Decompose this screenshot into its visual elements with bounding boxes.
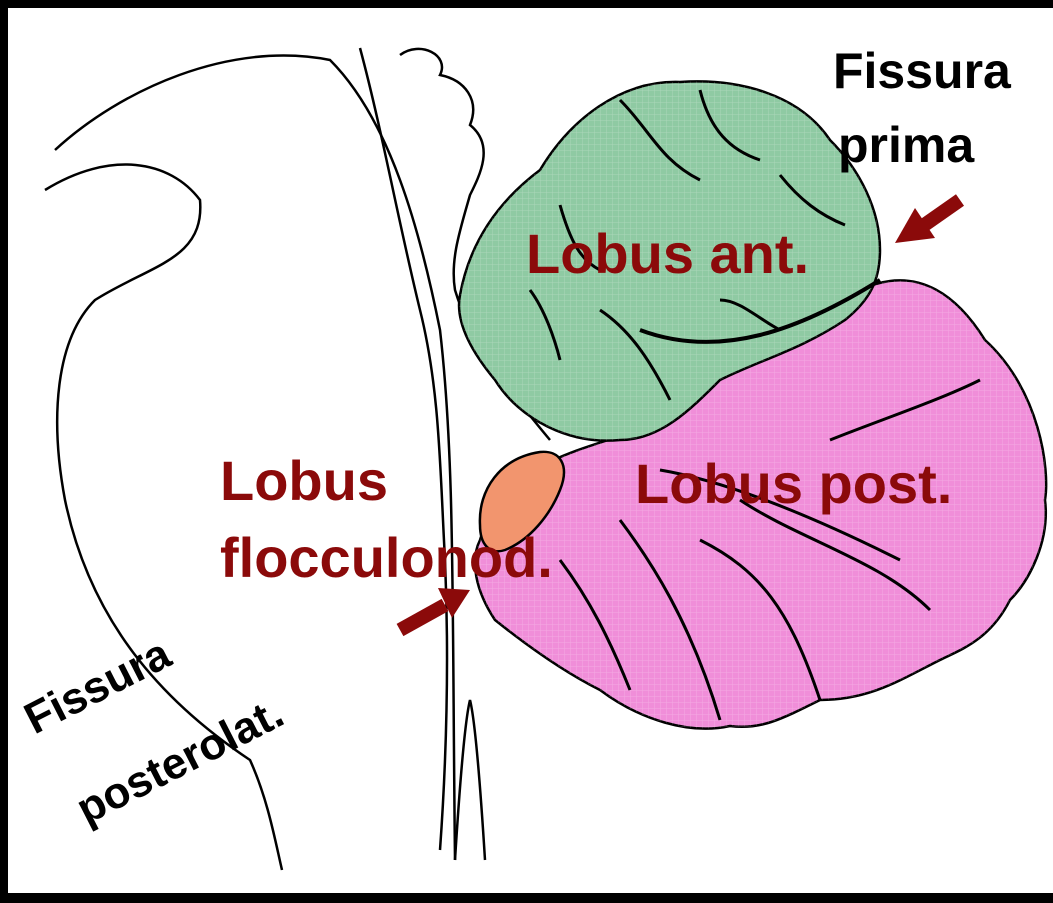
fissura-prima-line2: prima	[838, 117, 974, 173]
fissura-prima-label: Fissura	[833, 46, 1011, 96]
medulla-outline	[455, 700, 485, 860]
fissura-prima-label-2: prima	[838, 120, 974, 170]
arrow-fissura-prima	[895, 200, 960, 243]
fissura-prima-line1: Fissura	[833, 43, 1011, 99]
lobus-flocculonod-label-2: flocculonod.	[220, 530, 553, 586]
arrow-fissura-posterolat	[400, 588, 470, 630]
diagram-canvas: Fissura prima Lobus ant. Lobus post. Lob…	[8, 8, 1053, 893]
lobus-post-label: Lobus post.	[635, 456, 952, 512]
lobus-flocculonod-label-1: Lobus	[220, 453, 388, 509]
lobus-ant-label: Lobus ant.	[526, 226, 809, 282]
